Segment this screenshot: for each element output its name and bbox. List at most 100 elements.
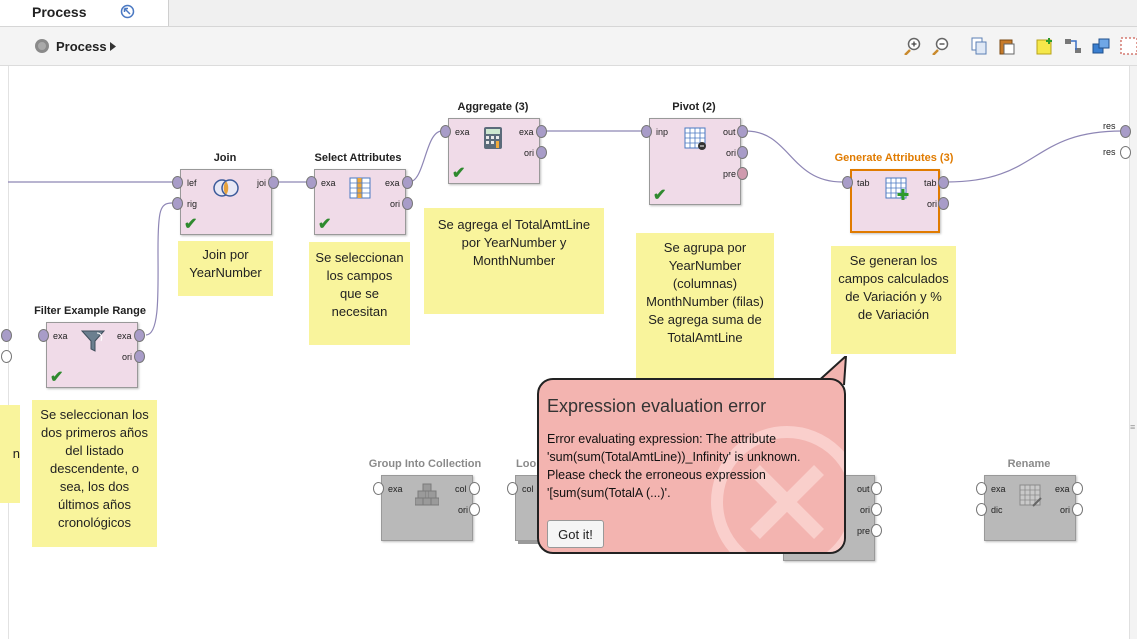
error-bubble: Expression evaluation error Error evalua… xyxy=(537,378,846,554)
input-port[interactable] xyxy=(306,176,317,189)
port-label: exa xyxy=(385,178,400,188)
port-label: inp xyxy=(656,127,669,137)
input-port[interactable] xyxy=(976,503,987,516)
zoom-out-icon[interactable] xyxy=(932,37,950,55)
result-port[interactable] xyxy=(1120,125,1131,138)
chevron-right-icon[interactable] xyxy=(110,42,117,51)
input-port[interactable] xyxy=(172,176,183,189)
port-label: ori xyxy=(1060,505,1071,515)
note-partial[interactable]: n xyxy=(0,405,20,503)
zoom-in-icon[interactable] xyxy=(904,37,922,55)
result-port-label: res xyxy=(1103,147,1116,157)
output-port[interactable] xyxy=(268,176,279,189)
tab-title: Process xyxy=(32,4,87,20)
rename-operator[interactable]: exa dic exa ori xyxy=(984,475,1076,541)
result-port[interactable] xyxy=(1120,146,1131,159)
output-port[interactable] xyxy=(134,350,145,363)
arrange-icon[interactable] xyxy=(1092,37,1110,55)
note-select-attributes[interactable]: Se seleccionan los campos que se necesit… xyxy=(309,242,410,345)
output-port[interactable] xyxy=(402,176,413,189)
port-label: tab xyxy=(924,178,937,188)
vertical-scrollbar[interactable]: ≡ xyxy=(1129,66,1137,639)
breadcrumb[interactable]: Process xyxy=(56,39,107,54)
grid-icon[interactable] xyxy=(1120,37,1137,55)
calculator-icon xyxy=(484,127,502,149)
filter-example-range-operator[interactable]: exa exa ori ✔ xyxy=(46,322,138,388)
output-port[interactable] xyxy=(134,329,145,342)
rename-title: Rename xyxy=(1007,458,1051,470)
error-message: Error evaluating expression: The attribu… xyxy=(547,432,801,500)
group-into-collection-operator[interactable]: exa col ori xyxy=(381,475,473,541)
output-port[interactable] xyxy=(938,197,949,210)
port-label: joi xyxy=(257,178,267,188)
output-port[interactable] xyxy=(871,503,882,516)
input-port[interactable] xyxy=(373,482,384,495)
join-icon xyxy=(213,179,239,197)
error-x-icon xyxy=(711,426,844,552)
output-port[interactable] xyxy=(536,125,547,138)
process-toolbar: Process xyxy=(0,27,1137,66)
output-port[interactable] xyxy=(1072,503,1083,516)
output-port[interactable] xyxy=(1,329,12,342)
input-port[interactable] xyxy=(842,176,853,189)
select-attributes-title: Select Attributes xyxy=(314,152,402,164)
pivot-operator[interactable]: inp out ori pre ✔ xyxy=(649,118,741,205)
generate-attributes-operator[interactable]: tab tab ori xyxy=(850,169,940,233)
output-port[interactable] xyxy=(938,176,949,189)
success-check-icon: ✔ xyxy=(184,216,198,233)
input-port[interactable] xyxy=(172,197,183,210)
tab-process[interactable]: Process xyxy=(0,0,169,26)
output-port[interactable] xyxy=(1072,482,1083,495)
port-label: tab xyxy=(857,178,870,188)
success-check-icon: ✔ xyxy=(50,369,64,386)
input-port[interactable] xyxy=(976,482,987,495)
process-icon xyxy=(35,39,49,53)
loop-title: Loo xyxy=(516,458,537,470)
port-label: exa xyxy=(1055,484,1070,494)
output-port[interactable] xyxy=(469,482,480,495)
output-port[interactable] xyxy=(871,482,882,495)
select-attributes-operator[interactable]: exa exa ori ✔ xyxy=(314,169,406,235)
port-label: col xyxy=(455,484,467,494)
output-port[interactable] xyxy=(402,197,413,210)
input-port[interactable] xyxy=(38,329,49,342)
output-port[interactable] xyxy=(1,350,12,363)
input-port[interactable] xyxy=(641,125,652,138)
output-port[interactable] xyxy=(871,524,882,537)
output-port[interactable] xyxy=(737,146,748,159)
scrollbar-grip[interactable]: ≡ xyxy=(1130,422,1136,432)
group-into-collection-title: Group Into Collection xyxy=(368,458,482,470)
port-label: ori xyxy=(726,148,737,158)
generate-attributes-icon xyxy=(885,177,909,200)
success-check-icon: ✔ xyxy=(452,165,466,182)
error-title: Expression evaluation error xyxy=(547,396,767,416)
auto-wire-icon[interactable] xyxy=(1064,37,1082,55)
port-label: out xyxy=(857,484,870,494)
input-port[interactable] xyxy=(440,125,451,138)
output-port[interactable] xyxy=(737,167,748,180)
copy-icon[interactable] xyxy=(970,37,988,55)
note-generate-attributes[interactable]: Se generan los campos calculados de Vari… xyxy=(831,246,956,354)
restore-icon[interactable] xyxy=(120,4,135,19)
note-filter-example-range[interactable]: Se seleccionan los dos primeros años del… xyxy=(32,400,157,547)
aggregate-operator[interactable]: exa exa ori ✔ xyxy=(448,118,540,184)
note-join[interactable]: Join por YearNumber xyxy=(178,241,273,296)
output-port[interactable] xyxy=(469,503,480,516)
join-title: Join xyxy=(213,152,237,164)
got-it-button[interactable]: Got it! xyxy=(547,520,604,548)
join-operator[interactable]: lef rig joi ✔ xyxy=(180,169,272,235)
note-pivot[interactable]: Se agrupa por YearNumber (columnas) Mont… xyxy=(636,233,774,383)
paste-icon[interactable] xyxy=(998,37,1016,55)
output-port[interactable] xyxy=(536,146,547,159)
output-port[interactable] xyxy=(737,125,748,138)
port-label: pre xyxy=(723,169,737,179)
rename-icon xyxy=(1019,484,1042,507)
port-label: ori xyxy=(122,352,133,362)
filter-example-range-title: Filter Example Range xyxy=(34,305,146,317)
note-aggregate[interactable]: Se agrega el TotalAmtLine por YearNumber… xyxy=(424,208,604,314)
pivot-title: Pivot (2) xyxy=(672,101,716,113)
port-label: dic xyxy=(991,505,1003,515)
input-port[interactable] xyxy=(507,482,518,495)
add-note-icon[interactable] xyxy=(1036,37,1054,55)
